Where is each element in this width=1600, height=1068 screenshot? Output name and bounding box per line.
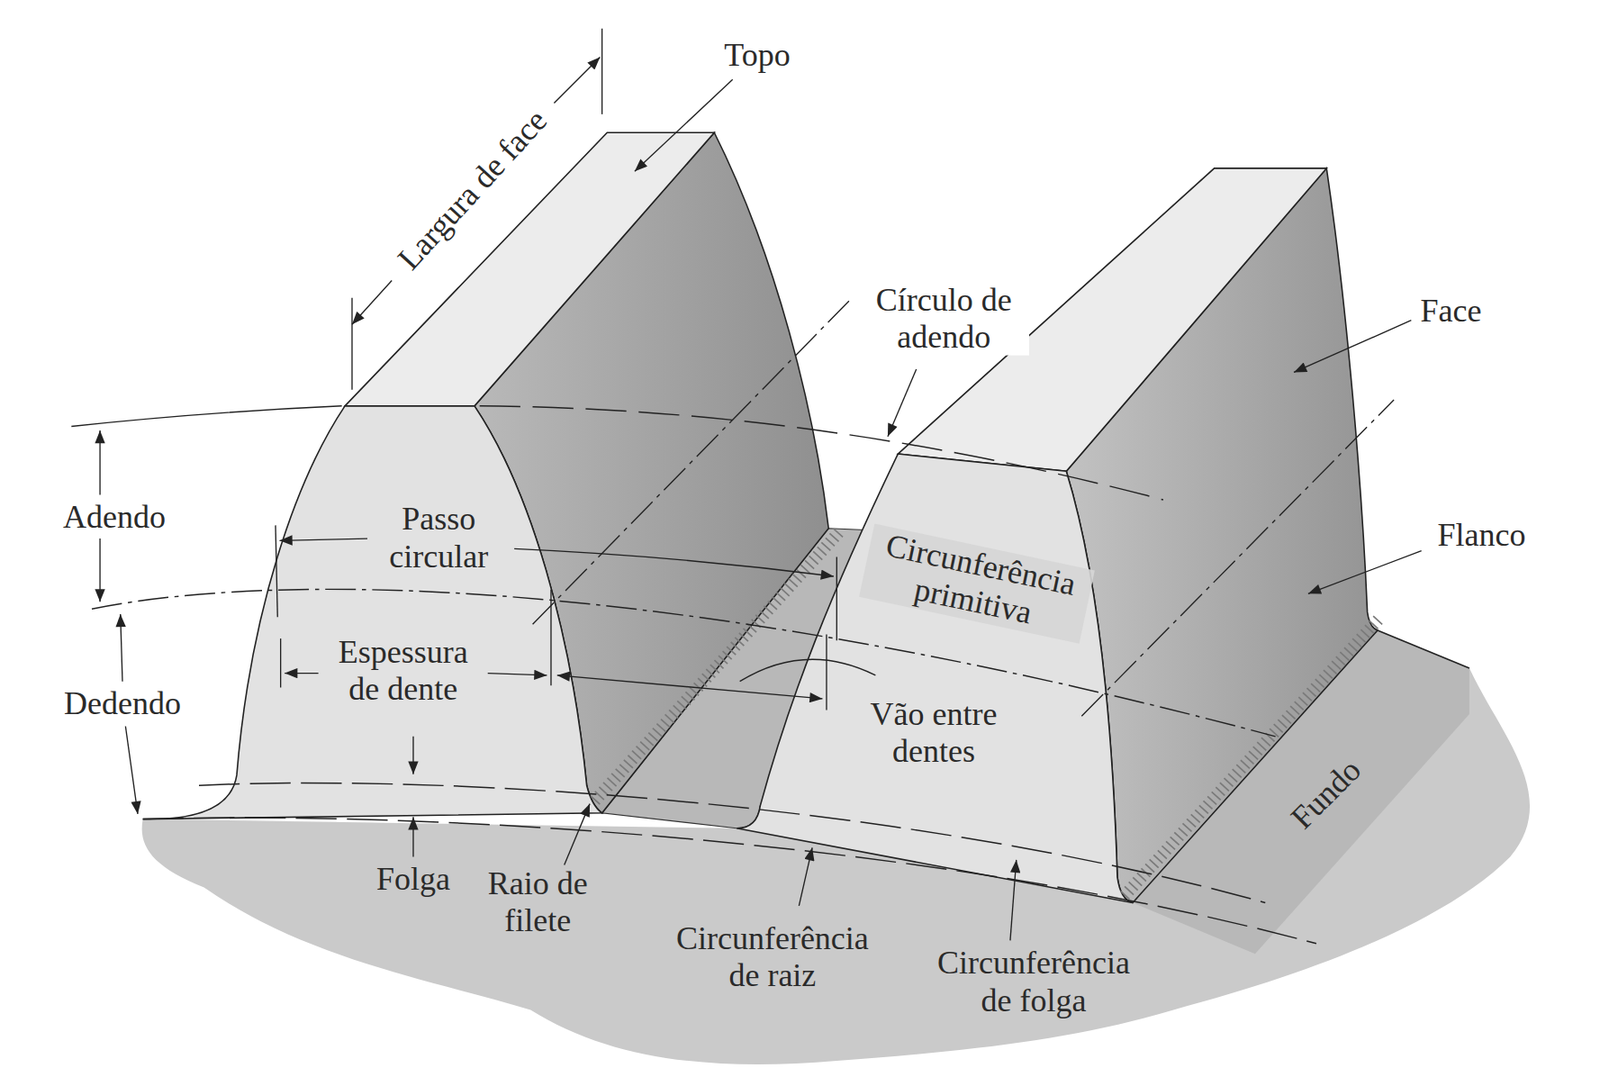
center-line xyxy=(1081,399,1394,716)
addendum-circle xyxy=(479,406,1164,500)
part-label: Dedendo xyxy=(60,685,185,723)
leader-lines xyxy=(413,79,1422,941)
height-dimension xyxy=(99,430,138,814)
part-label: Circunferência de raiz xyxy=(659,920,886,995)
center-line xyxy=(533,300,850,624)
part-label: Circunferência primitiva xyxy=(858,524,1095,644)
part-label: Passo circular xyxy=(370,500,507,576)
fillet-hatch xyxy=(1124,617,1380,895)
face-width-dimension xyxy=(352,28,603,390)
tooth-front-face xyxy=(143,406,603,820)
root-edge xyxy=(1377,630,1470,669)
pitch-dimensions xyxy=(275,524,876,710)
tooth-top-land xyxy=(344,132,715,407)
part-label: Face xyxy=(1417,292,1486,330)
part-label: Espessura de dente xyxy=(324,632,482,708)
tooth-front-face xyxy=(736,453,1133,903)
part-label: Adendo xyxy=(59,498,170,536)
part-label: Vão entre dentes xyxy=(854,695,1013,770)
part-label: Fundo xyxy=(1281,749,1372,840)
part-label: Folga xyxy=(372,860,454,898)
part-label: Círculo de adendo xyxy=(858,280,1030,356)
part-label: Raio de filete xyxy=(474,864,601,940)
addendum-circle xyxy=(71,406,342,427)
part-label: Largura de face xyxy=(388,99,558,281)
pitch-circle xyxy=(91,588,1276,736)
part-label: Flanco xyxy=(1434,516,1530,554)
part-label: Circunferência de folga xyxy=(921,944,1147,1020)
part-label: Topo xyxy=(720,37,794,75)
